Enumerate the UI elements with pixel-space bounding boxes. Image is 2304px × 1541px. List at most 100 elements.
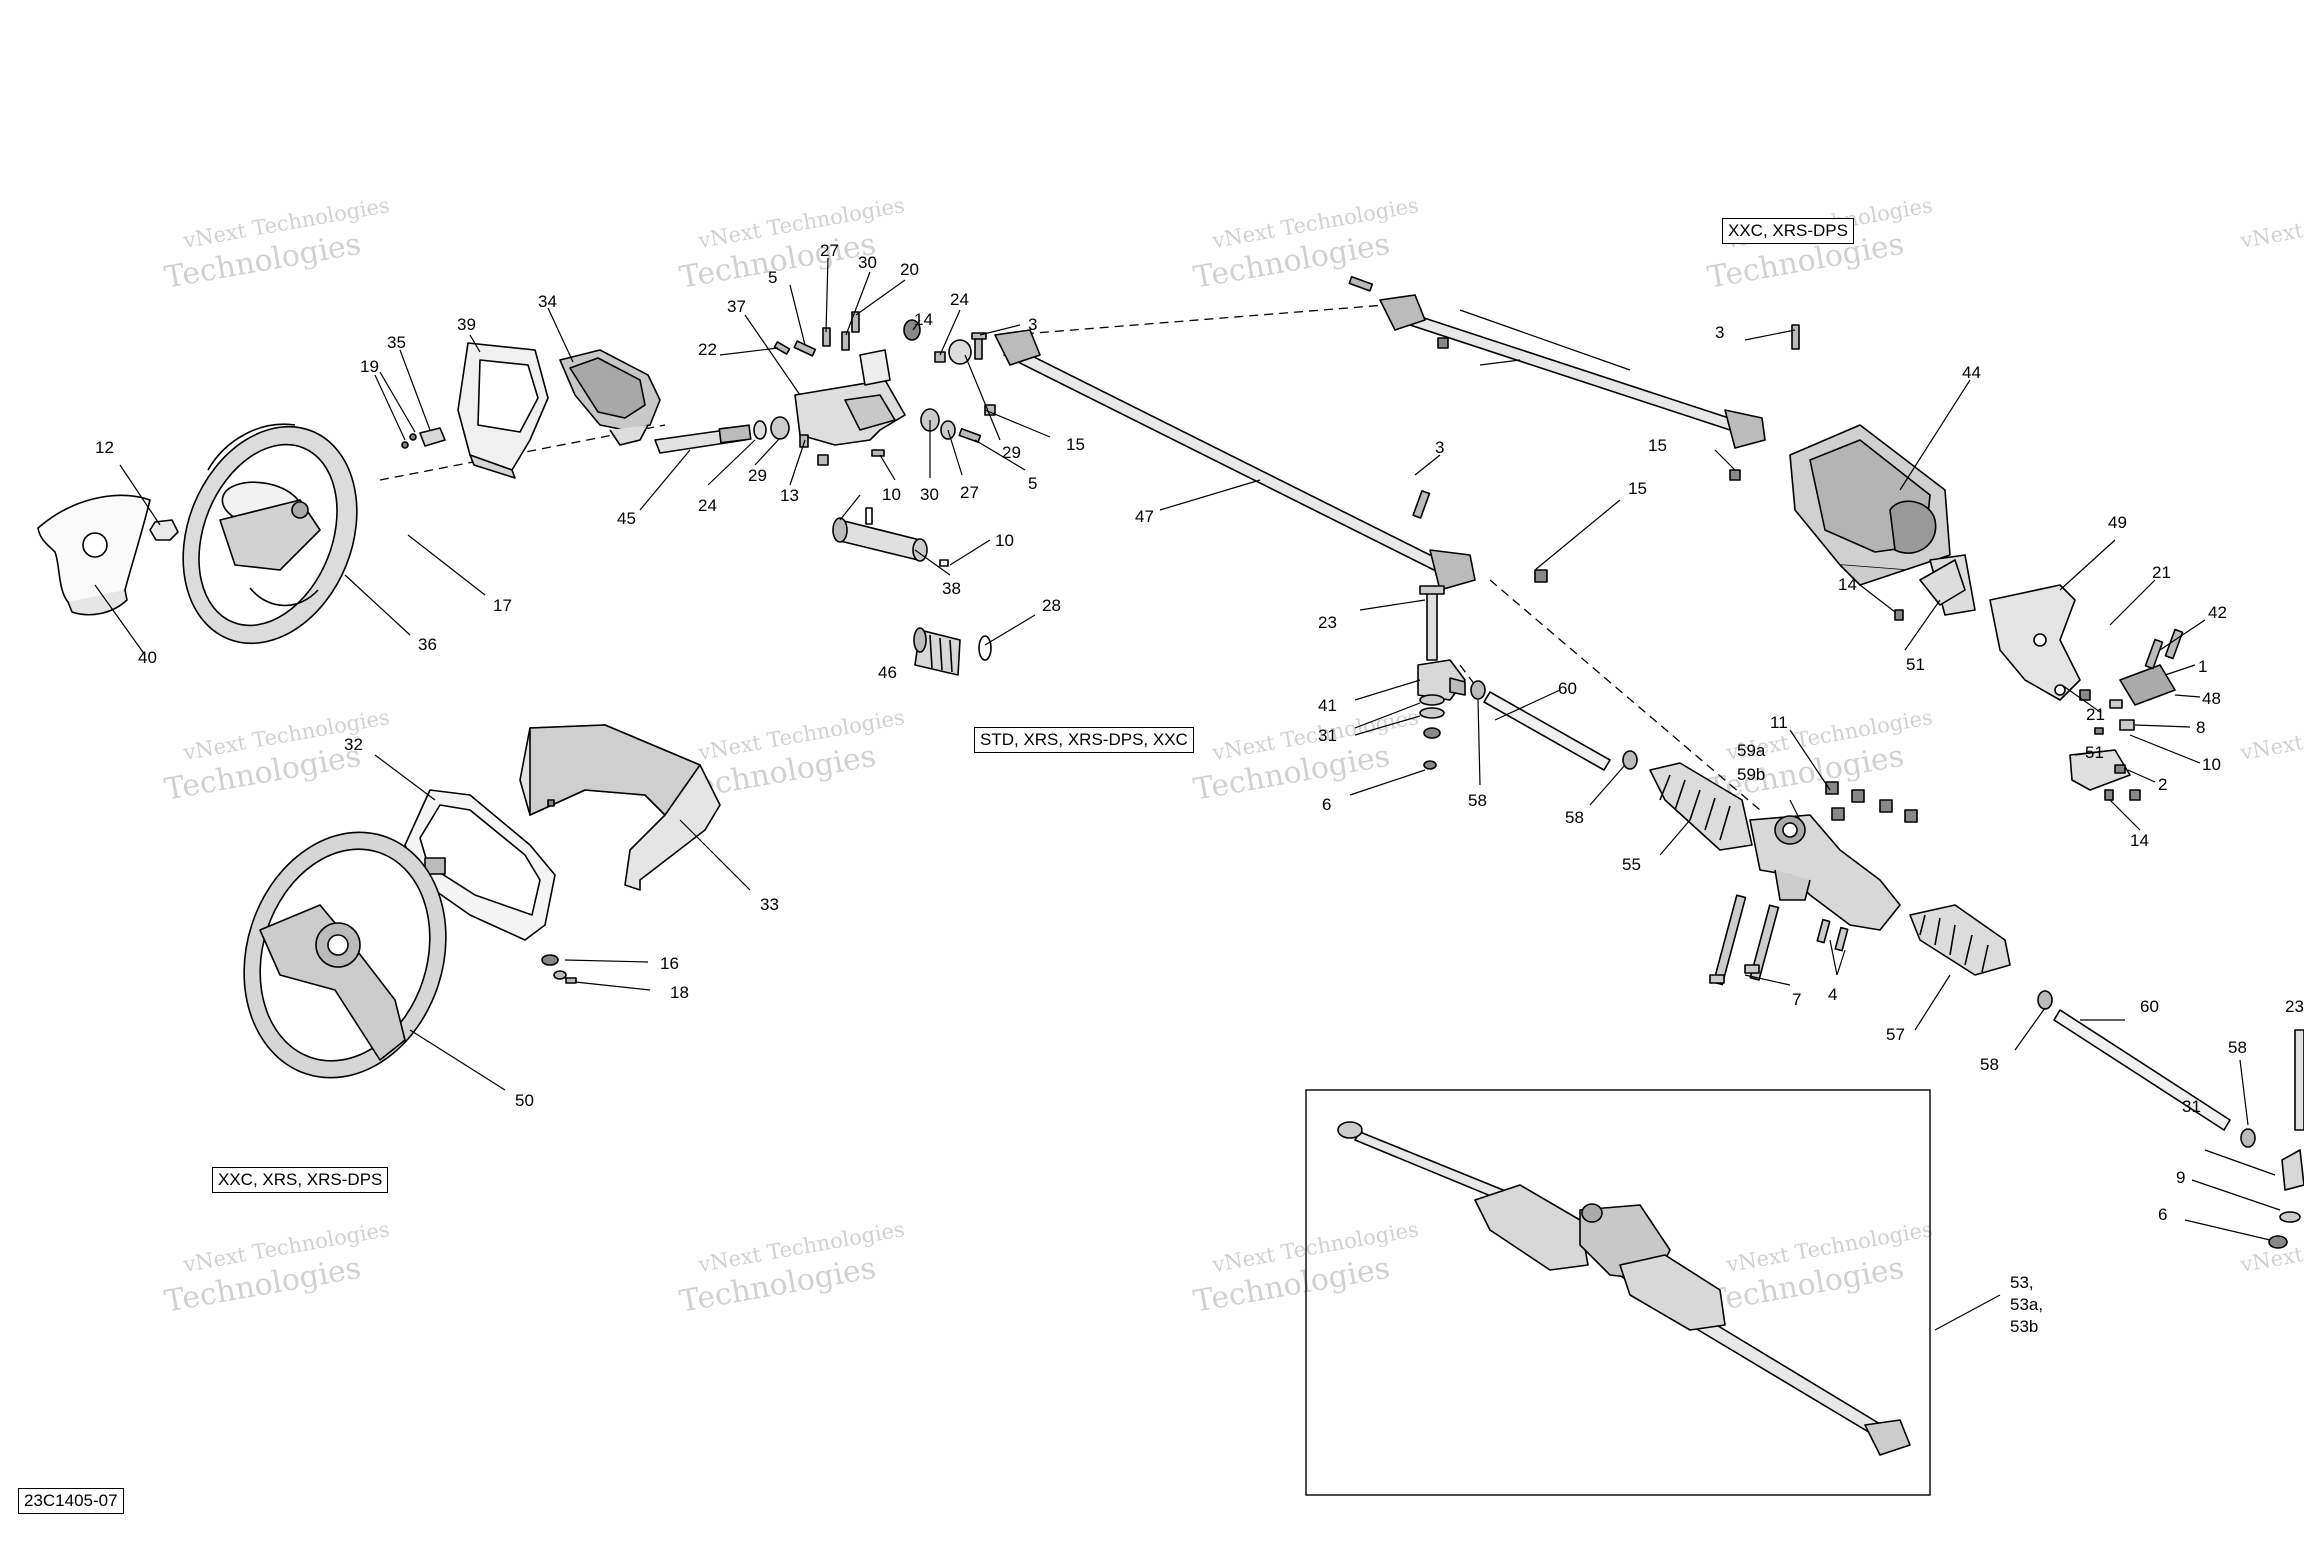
callout: 27 bbox=[820, 241, 839, 260]
leader-40 bbox=[94, 584, 146, 656]
leader-35 bbox=[399, 349, 431, 431]
callout: 60 bbox=[2140, 997, 2159, 1016]
spring-46 bbox=[913, 627, 992, 676]
callout: 58 bbox=[1565, 808, 1584, 827]
callout: 60 bbox=[1558, 679, 1577, 698]
leader-19a bbox=[374, 374, 406, 441]
cylinder-38 bbox=[832, 507, 949, 567]
assembly-line bbox=[1459, 664, 1476, 686]
callout: 59b bbox=[1737, 765, 1765, 784]
callout: 30 bbox=[858, 253, 877, 272]
callout: 21 bbox=[2152, 563, 2171, 582]
steering-center-pad bbox=[37, 494, 151, 616]
parts bbox=[37, 275, 2304, 1456]
callout: 15 bbox=[1628, 479, 1647, 498]
boot-57 bbox=[1909, 904, 2011, 976]
callout: 34 bbox=[538, 292, 557, 311]
callout: 31 bbox=[2182, 1097, 2201, 1116]
leader-31c bbox=[2204, 1149, 2276, 1176]
leader-3a bbox=[979, 324, 1021, 336]
leader-51b bbox=[2074, 749, 2116, 756]
leader-31b bbox=[1354, 715, 1421, 736]
callout: 39 bbox=[457, 315, 476, 334]
bearing-24-left bbox=[753, 420, 767, 440]
callout: 10 bbox=[2202, 755, 2221, 774]
leader-29b bbox=[964, 354, 1001, 441]
leader-41 bbox=[1354, 679, 1421, 701]
callout: 23 bbox=[1318, 613, 1337, 632]
callout: 58 bbox=[1980, 1055, 1999, 1074]
bolts-4 bbox=[1816, 918, 1849, 952]
leader-39 bbox=[469, 334, 481, 353]
leader-47a bbox=[1159, 479, 1261, 511]
leader-44 bbox=[1899, 379, 1971, 491]
diagram-id: 23C1405-07 bbox=[18, 1488, 124, 1514]
leader-10a bbox=[879, 454, 896, 481]
leader-20 bbox=[855, 279, 906, 316]
leader-45 bbox=[639, 449, 691, 511]
leader-14a bbox=[912, 319, 921, 331]
callout: 18 bbox=[670, 983, 689, 1002]
leader-53 bbox=[1934, 1294, 2001, 1331]
leader-24b bbox=[939, 309, 961, 356]
leader-21b bbox=[2061, 684, 2101, 713]
callout: 2 bbox=[2158, 775, 2167, 794]
callout: 46 bbox=[878, 663, 897, 682]
callout: 23 bbox=[2285, 997, 2304, 1016]
callout: 51 bbox=[2085, 743, 2104, 762]
callout: 5 bbox=[768, 268, 777, 287]
callouts: 40 12 36 17 19 35 39 34 45 24 29 13 22 3… bbox=[95, 241, 2304, 1336]
inset-frame bbox=[1305, 1089, 1931, 1496]
callout: 14 bbox=[914, 310, 933, 329]
callout: 10 bbox=[995, 531, 1014, 550]
leader-14c bbox=[1859, 584, 1896, 613]
fasteners-16-18 bbox=[541, 954, 577, 984]
leader-38 bbox=[914, 549, 951, 576]
leader-9 bbox=[2191, 1179, 2281, 1211]
leader-27a bbox=[825, 257, 829, 333]
callout: 51 bbox=[1906, 655, 1925, 674]
leader-30a bbox=[845, 271, 871, 336]
leader-55 bbox=[1659, 819, 1691, 856]
leader-42 bbox=[2159, 619, 2206, 651]
leader-5b bbox=[974, 439, 1026, 471]
leader-60a bbox=[1494, 689, 1561, 721]
assembly-line bbox=[1489, 579, 1761, 811]
leader-59 bbox=[1789, 799, 1801, 821]
leader-34 bbox=[547, 307, 574, 363]
callout: 10 bbox=[882, 485, 901, 504]
leader-16 bbox=[564, 959, 649, 963]
tie-rod-60-right bbox=[2037, 990, 2256, 1148]
column-support-37 bbox=[794, 349, 906, 446]
leader-15a bbox=[984, 409, 1051, 438]
callout: 4 bbox=[1828, 985, 1837, 1004]
callout: 24 bbox=[950, 290, 969, 309]
callout: 17 bbox=[493, 596, 512, 615]
callout: 32 bbox=[344, 735, 363, 754]
callout: 31 bbox=[1318, 726, 1337, 745]
leader-27b bbox=[947, 429, 963, 476]
callout: 29 bbox=[748, 466, 767, 485]
steering-wheel-50 bbox=[243, 831, 447, 1079]
watermark-text: vNext Technologies bbox=[2238, 193, 2304, 253]
leader-1 bbox=[2164, 664, 2196, 676]
leader-24a bbox=[707, 439, 756, 486]
variant-label-std-xrs-dps-xxc: STD, XRS, XRS-DPS, XXC bbox=[974, 727, 1194, 753]
callout: 5 bbox=[1028, 474, 1037, 493]
leader-3c bbox=[1744, 329, 1796, 341]
leader-5a bbox=[789, 284, 806, 346]
callout: 9 bbox=[2176, 1168, 2185, 1187]
leader-49 bbox=[2059, 539, 2116, 591]
callout: 59a bbox=[1737, 741, 1766, 760]
callout: 37 bbox=[727, 297, 746, 316]
leader-29a bbox=[754, 437, 781, 466]
variant-label-xxc-xrs-dps: XXC, XRS-DPS bbox=[1722, 218, 1854, 244]
sensor-assembly bbox=[2079, 628, 2184, 735]
leader-lines bbox=[94, 257, 2281, 1331]
callout: 42 bbox=[2208, 603, 2227, 622]
callout: 40 bbox=[138, 648, 157, 667]
leader-17 bbox=[407, 534, 486, 596]
callout: 57 bbox=[1886, 1025, 1905, 1044]
callout: 47 bbox=[1135, 507, 1154, 526]
leader-13 bbox=[789, 439, 806, 486]
